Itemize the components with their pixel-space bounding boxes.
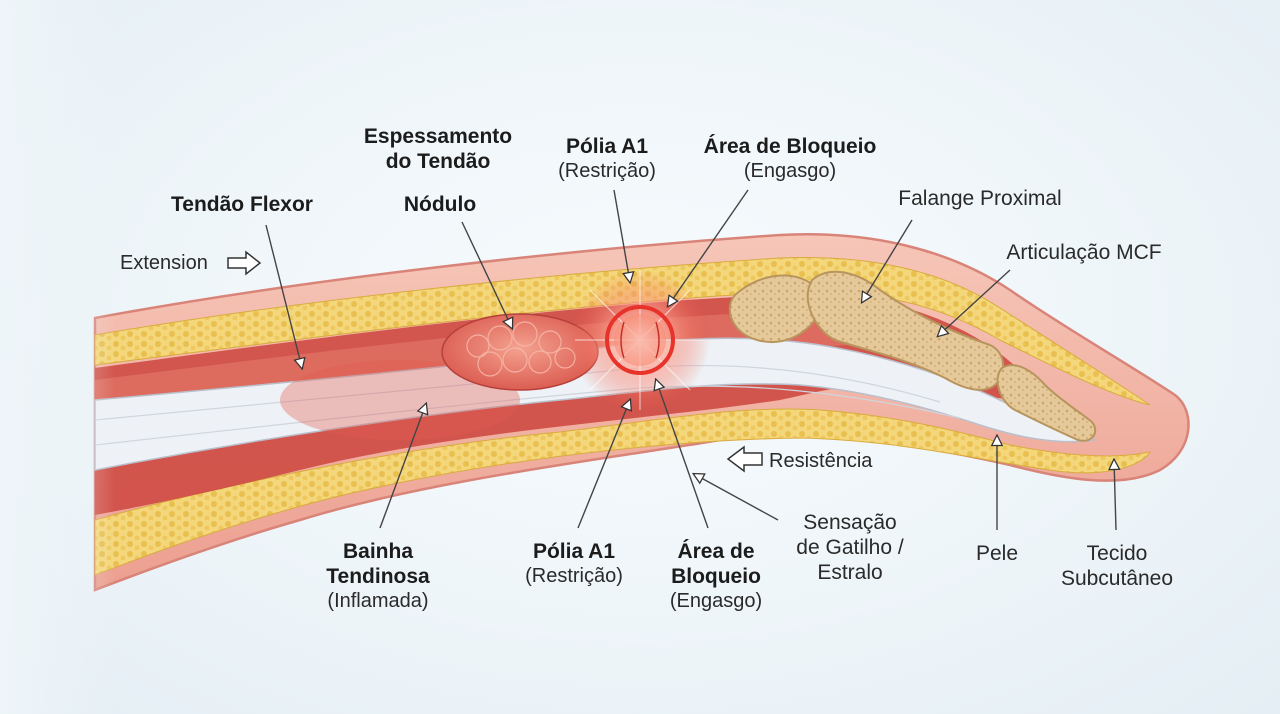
- arrow-area-top: [668, 189, 749, 306]
- extension-text: Extension: [120, 252, 208, 274]
- bainha-tendinosa-text: Bainha Tendinosa: [326, 540, 430, 589]
- tendao-flexor-text: Tendão Flexor: [171, 193, 313, 216]
- label-nodulo: Nódulo: [404, 192, 476, 217]
- arrow-tendao-flexor: [265, 224, 302, 368]
- label-bainha-tendinosa: Bainha Tendinosa (Inflamada): [326, 539, 429, 613]
- pele-text: Pele: [975, 542, 1019, 565]
- label-pele: Pele: [976, 541, 1018, 566]
- arrow-tecido: [1114, 460, 1116, 531]
- area-bloqueio-bottom-text: Área de Bloqueio: [671, 540, 761, 589]
- area-bloqueio-bottom-sub: (Engasgo): [669, 590, 763, 613]
- polia-a1-top-text: Pólia A1: [565, 135, 649, 158]
- resistencia-text: Resistência: [769, 450, 873, 472]
- label-espessamento-tendao: Espessamento do Tendão: [364, 124, 512, 174]
- arrow-mcf: [938, 269, 1011, 336]
- resistance-arrow-icon: [726, 445, 763, 473]
- label-polia-a1-top: Pólia A1 (Restrição): [558, 134, 656, 183]
- nodulo-text: Nódulo: [403, 193, 477, 216]
- label-tendao-flexor: Tendão Flexor: [171, 192, 313, 217]
- label-resistencia: Resistência: [769, 449, 872, 473]
- arrow-polia-top: [613, 189, 630, 282]
- label-area-bloqueio-bottom: Área de Bloqueio (Engasgo): [670, 539, 762, 613]
- label-sensacao-gatilho: Sensação de Gatilho / Estralo: [796, 510, 903, 586]
- area-bloqueio-top-sub: (Engasgo): [743, 160, 837, 183]
- arrow-polia-bottom: [577, 400, 630, 529]
- area-bloqueio-top-text: Área de Bloqueio: [703, 135, 877, 158]
- bainha-tendinosa-sub: (Inflamada): [327, 590, 429, 613]
- label-falange-proximal: Falange Proximal: [898, 186, 1061, 211]
- arrow-nodulo: [461, 221, 512, 328]
- polia-a1-bottom-text: Pólia A1: [532, 540, 616, 563]
- arrow-falange: [862, 219, 913, 302]
- label-polia-a1-bottom: Pólia A1 (Restrição): [525, 539, 623, 588]
- sensacao-gatilho-text: Sensação de Gatilho / Estralo: [796, 511, 904, 585]
- polia-a1-top-sub: (Restrição): [558, 160, 656, 183]
- arrow-area-bottom: [656, 380, 709, 529]
- label-articulacao-mcf: Articulação MCF: [1006, 240, 1161, 265]
- espessamento-text: Espessamento do Tendão: [363, 125, 513, 174]
- arrow-bainha: [379, 404, 426, 529]
- extension-arrow-icon: [227, 250, 262, 276]
- tecido-subcutaneo-text: Tecido Subcutâneo: [1060, 542, 1174, 591]
- label-extension: Extension: [120, 251, 208, 275]
- arrow-sensacao: [694, 474, 779, 521]
- label-area-bloqueio-top: Área de Bloqueio (Engasgo): [704, 134, 877, 183]
- label-tecido-subcutaneo: Tecido Subcutâneo: [1061, 541, 1173, 591]
- articulacao-mcf-text: Articulação MCF: [1006, 241, 1162, 264]
- falange-proximal-text: Falange Proximal: [898, 187, 1062, 210]
- polia-a1-bottom-sub: (Restrição): [525, 565, 623, 588]
